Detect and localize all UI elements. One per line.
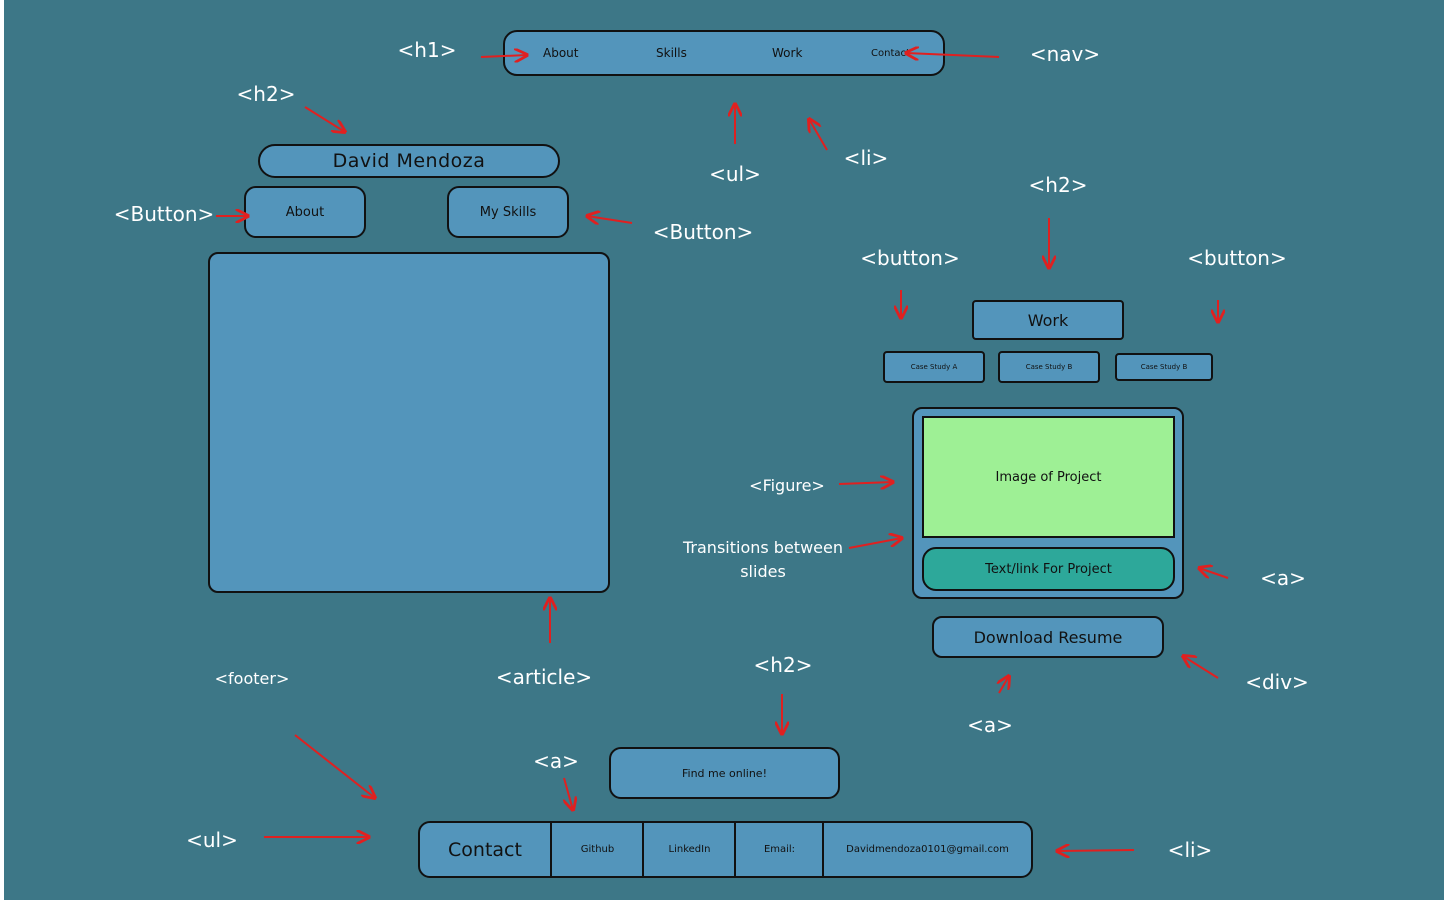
footer-contact-bar: Contact Github LinkedIn Email: Davidmend… [418,821,1033,878]
annotation-h2-work: <h2> [1028,173,1088,197]
linkedin-label: LinkedIn [668,844,711,855]
annotation-a-link: <a> [1260,566,1306,590]
nav-bar: About Skills Work Contact [503,30,945,76]
footer-link-linkedin[interactable]: LinkedIn [642,823,735,876]
annotation-a-footer: <a> [533,749,579,773]
annotation-h2-footer: <h2> [753,653,813,677]
project-image: Image of Project [922,416,1175,538]
annotation-h2-name: <h2> [236,82,296,106]
annotation-li-footer: <li> [1167,838,1213,862]
annotation-button-skills: <Button> [652,220,754,244]
project-link[interactable]: Text/link For Project [922,547,1175,591]
annotation-li-nav: <li> [843,146,889,170]
annotation-button-case-left: <button> [860,246,960,270]
annotation-article: <article> [495,665,593,689]
email-address: Davidmendoza0101@gmail.com [846,844,1009,855]
footer-link-github[interactable]: Github [550,823,643,876]
annotation-footer: <footer> [214,669,290,688]
footer-contact-title: Contact [448,838,522,861]
nav-item-about[interactable]: About [543,46,579,60]
annotation-button-case-right: <button> [1187,246,1287,270]
footer-link-email-label: Email: [734,823,823,876]
email-label: Email: [763,844,796,855]
about-button[interactable]: About [244,186,366,238]
annotation-ul-nav: <ul> [709,162,761,186]
case-study-b-button[interactable]: Case Study B [998,351,1100,383]
annotation-a-download: <a> [967,713,1013,737]
download-resume-button[interactable]: Download Resume [932,616,1164,658]
name-heading: David Mendoza [258,144,560,178]
annotation-transitions: Transitions between slides [683,538,843,581]
nav-item-skills[interactable]: Skills [656,46,687,60]
annotation-ul-footer: <ul> [186,828,238,852]
annotation-figure: <Figure> [749,476,825,495]
annotation-button-about: <Button> [113,202,215,226]
case-study-b-button-2[interactable]: Case Study B [1115,353,1213,381]
my-skills-button[interactable]: My Skills [447,186,569,238]
case-study-a-button[interactable]: Case Study A [883,351,985,383]
annotation-h1: <h1> [397,38,457,62]
nav-item-work[interactable]: Work [772,46,803,60]
nav-item-contact[interactable]: Contact [871,47,910,59]
find-me-online-heading: Find me online! [609,747,840,799]
annotation-nav: <nav> [1029,42,1101,66]
work-heading: Work [972,300,1124,340]
footer-link-email-address[interactable]: Davidmendoza0101@gmail.com [822,823,1031,876]
github-label: Github [580,844,615,855]
figure-container: Image of Project Text/link For Project [912,407,1184,599]
annotation-div-download: <div> [1245,670,1309,694]
article-panel [208,252,610,593]
